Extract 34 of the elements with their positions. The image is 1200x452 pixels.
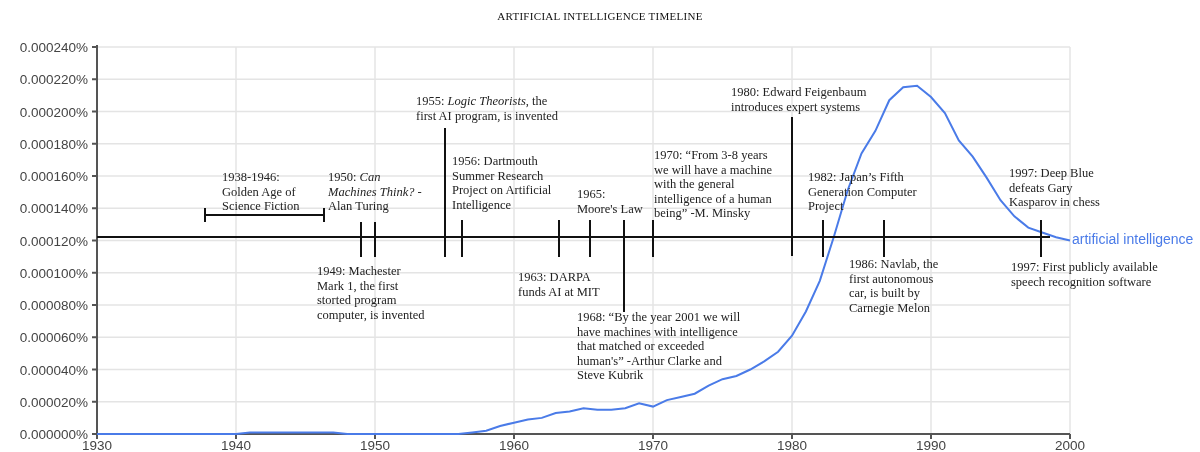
axis-tick-label: 2000 — [1055, 438, 1085, 452]
axis-tick-label: 0.000120% — [19, 233, 88, 249]
annotation-text: 1963: DARPA funds AI at MIT — [518, 270, 601, 300]
axis-tick-label: 0.000240% — [19, 40, 88, 55]
annotation-text: 1950: Can Machines Think? -Alan Turing — [328, 170, 422, 214]
annotation-text: 1949: Machester Mark 1, the first storted program computer, is invented — [317, 264, 426, 323]
axis-tick-label: 1940 — [221, 438, 251, 452]
axis-tick-label: 0.000020% — [19, 394, 88, 410]
annotation-text: 1980: Edward Feigenbaum introduces expert systems — [731, 85, 868, 115]
annotation-text: 1986: Navlab, the first autonomous car, is built by Carnegie Melon — [849, 257, 940, 316]
annotation-text: 1997: Deep Blue defeats Gary Kasparov in chess — [1009, 166, 1101, 210]
series-label: artificial intelligence — [1072, 230, 1194, 247]
axis-tick-label: 1980 — [777, 438, 807, 452]
annotation-text: 1938-1946: Golden Age of Science Fiction — [222, 170, 301, 214]
axis-tick-label: 1990 — [916, 438, 946, 452]
axis-tick-label: 0.000200% — [19, 104, 88, 120]
axis-tick-label: 0.000180% — [19, 136, 88, 152]
annotation-text: 1956: Dartmouth Summer Research Project on Artificial Intelligence — [452, 154, 553, 213]
axis-tick-label: 0.000220% — [19, 72, 88, 88]
chart-title: ARTIFICIAL INTELLIGENCE TIMELINE — [496, 10, 704, 22]
annotation-text: 1965: Moore's Law — [577, 187, 644, 217]
axis-tick-label: 0.000080% — [19, 298, 88, 313]
annotation-text: 1955: Logic Theorists, the first AI program, is invented — [416, 94, 559, 124]
axis-tick-label: 1950 — [360, 438, 390, 452]
annotation-text: 1997: First publicly available speech recognition software — [1011, 260, 1159, 290]
axis-tick-label: 1970 — [638, 438, 668, 452]
axis-tick-label: 0.000100% — [19, 265, 88, 281]
axis-tick-label: 0.000060% — [19, 330, 88, 346]
axis-tick-label: 0.000160% — [19, 169, 88, 184]
annotation-text: 1970: “From 3-8 years we will have a machine with the general intelligence of a human being” -M. Minsky — [654, 148, 773, 221]
annotation-text: 1968: “By the year 2001 we will have machines with intelligence that matched or exceeded human's” -Arthur Clarke and Steve Kubrik — [577, 310, 742, 383]
axis-tick-label: 1960 — [499, 438, 529, 452]
axis-tick-label: 0.000140% — [19, 201, 88, 217]
axis-tick-label: 0.000040% — [19, 362, 88, 378]
